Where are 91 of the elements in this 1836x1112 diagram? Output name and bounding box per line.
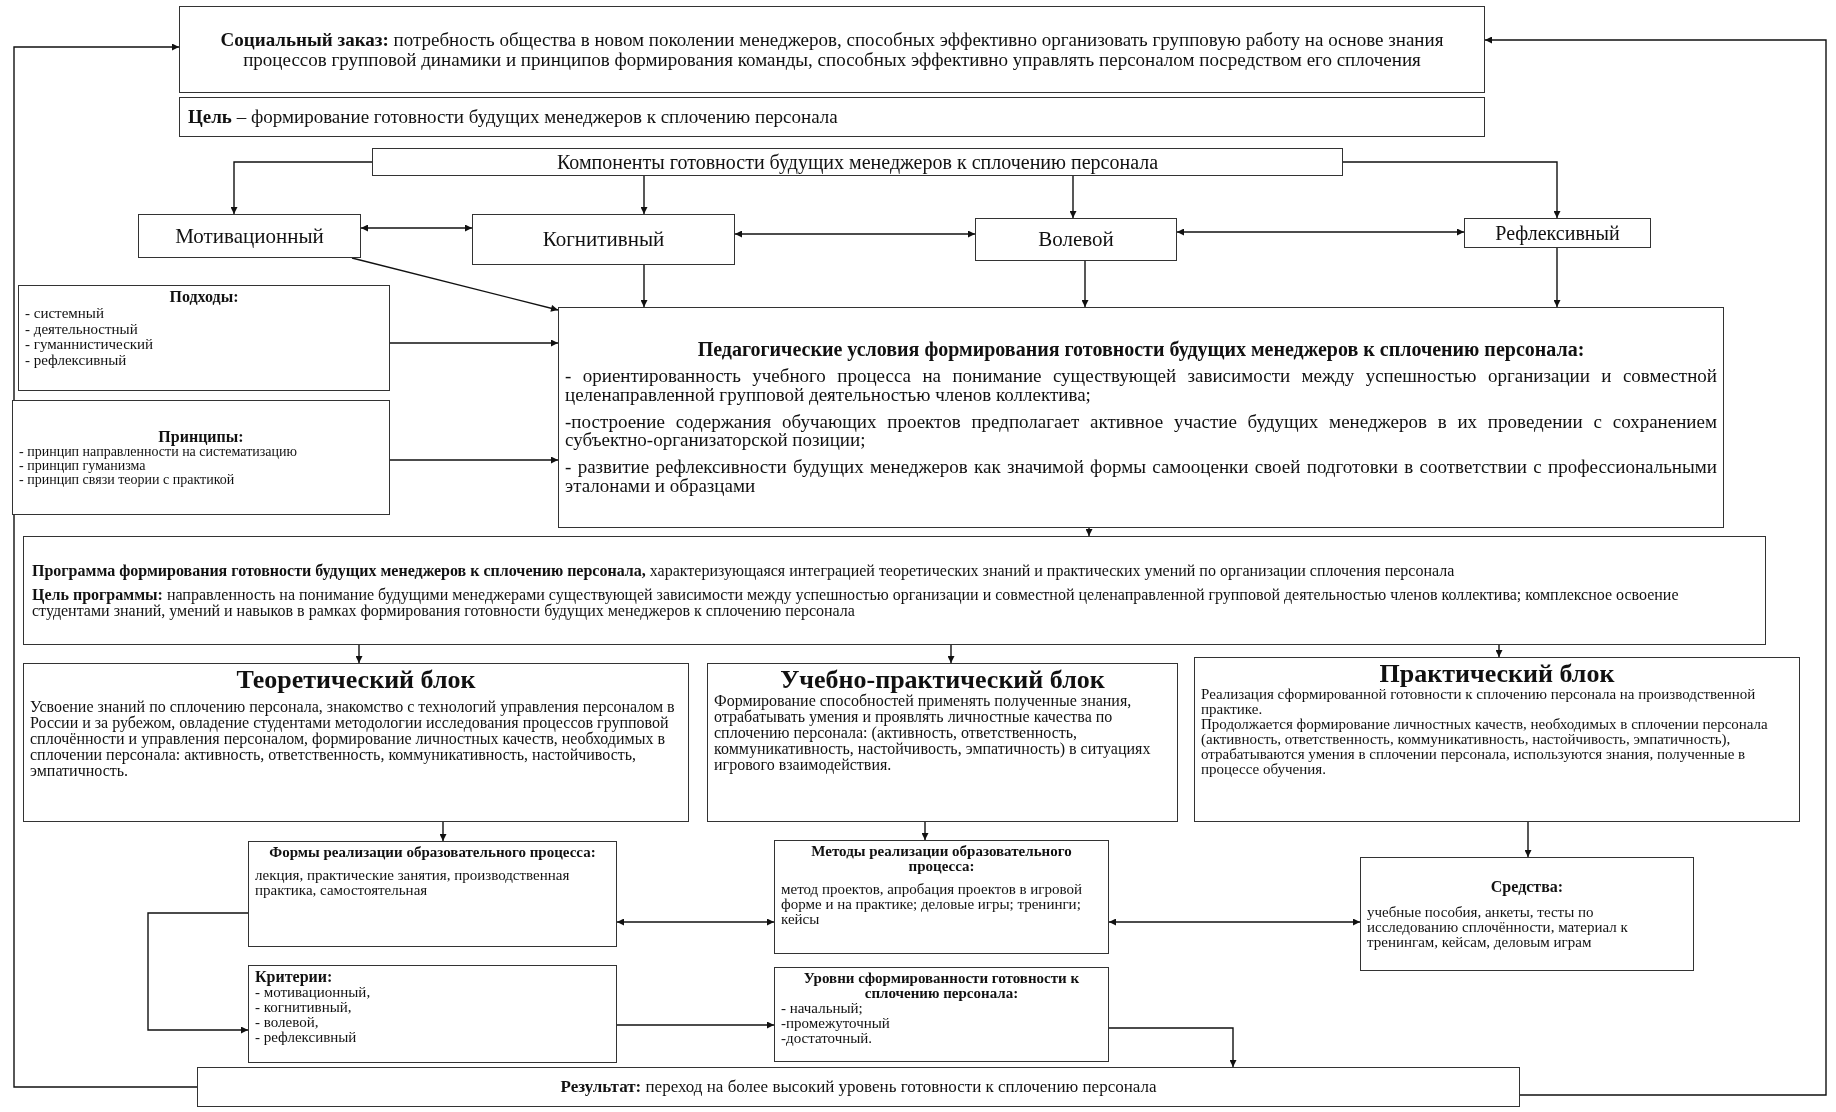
block-text: Социальный заказ: потребность общества в новом поколении менеджеров, способных эффективно организовать групповую работу на основе знания процессов групповой динамики и принципов формирования команды, способных эффективно управлять персоналом посредством его сплочения xyxy=(219,29,1445,70)
block-text: Результат: переход на более высокий уровень готовности к сплочению персонала xyxy=(559,1078,1158,1096)
process-box xyxy=(1360,857,1694,971)
block-text: метод проектов, апробация проектов в игровой форме и на практике; деловые игры; тренинги; кейсы xyxy=(781,882,1083,927)
process-box xyxy=(472,214,735,265)
process-box xyxy=(23,663,689,822)
arrow xyxy=(1524,821,1532,858)
block-text: - волевой, xyxy=(255,1015,320,1030)
arrow xyxy=(616,1021,775,1029)
block-text: лекция, практические занятия, производственная практика, самостоятельная xyxy=(255,868,571,898)
block-text: Мотивационный xyxy=(174,224,325,247)
arrow xyxy=(1108,1027,1237,1068)
process-box xyxy=(1194,657,1800,822)
process-box xyxy=(138,214,361,258)
arrow xyxy=(1081,260,1089,308)
arrow xyxy=(1495,644,1503,658)
block-text: Программа формирования готовности будущих менеджеров к сплочению персонала, характеризующаяся интеграцией теоретических знаний и практических умений по организации сплочения персонала xyxy=(32,562,1456,579)
arrow xyxy=(355,644,363,664)
block-text: -промежуточный xyxy=(781,1016,891,1031)
arrow xyxy=(616,918,775,926)
arrow xyxy=(640,264,648,308)
arrow xyxy=(230,161,373,215)
arrow xyxy=(1553,247,1561,308)
arrow xyxy=(1484,36,1827,1096)
process-box xyxy=(774,967,1109,1062)
block-text: Усвоение знаний по сплочению персонала, знакомство с технологий управления персоналом в России и за рубежом, овладение студентами методологии исследования процессов групповой сплочённости и управления персоналом, формирование личностных качеств, необходимых в сплочении персонала: активность, ответственность, коммуникативность, настойчивость, эмпатичность. xyxy=(30,699,676,779)
process-box xyxy=(18,285,390,391)
process-box xyxy=(248,965,617,1063)
block-text: - когнитивный, xyxy=(255,1000,352,1015)
block-text: - принцип связи теории с практикой xyxy=(19,472,236,487)
process-box xyxy=(707,663,1178,822)
process-box xyxy=(1464,218,1651,248)
block-heading: Подходы: xyxy=(168,289,240,306)
block-text: -достаточный. xyxy=(781,1031,873,1046)
block-heading: Уровни сформированности готовности к сплочению персонала: xyxy=(802,971,1081,1001)
block-text: Формирование способностей применять полученные знания, отрабатывать умения и проявлять личностные качества по сплочению персонала: (активность, ответственность, коммуникативность, настойчивость, эмпатичность) в ситуациях игрового взаимодействия. xyxy=(714,693,1152,773)
process-box xyxy=(774,840,1109,954)
process-box xyxy=(975,218,1177,261)
block-text: Реализация сформированной готовности к сплочению персонала на производственной практике. xyxy=(1201,687,1757,717)
arrow xyxy=(1342,161,1561,219)
block-text: Цель программы: направленность на понимание будущими менеджерами существующей зависимости между успешностью организации и совместной целенаправленной групповой деятельностью членов коллектива; комплексное освоение студентами знаний, умений и навыков в рамках формирования готовности будущих менеджеров к сплочению персонала xyxy=(32,586,1680,619)
block-text: - системный xyxy=(25,305,105,322)
arrow xyxy=(147,912,249,1034)
block-text: Компоненты готовности будущих менеджеров к сплочению персонала xyxy=(555,151,1160,173)
arrow xyxy=(389,456,559,464)
process-box xyxy=(23,536,1766,645)
block-heading: Практический блок xyxy=(1378,661,1616,687)
block-text: -построение содержания обучающих проектов предполагает активное участие будущих менеджеров в их проведении с сохранением субъектно-организаторской позиции; xyxy=(565,412,1717,450)
arrow xyxy=(360,224,473,232)
block-heading: Теоретический блок xyxy=(235,667,477,693)
process-box xyxy=(179,97,1485,137)
block-text: Волевой xyxy=(1037,228,1115,251)
block-text: - мотивационный, xyxy=(255,985,372,1000)
arrow xyxy=(734,230,976,238)
block-text: - развитие рефлексивности будущих менеджеров как значимой формы самооценки своей подготовки в соответствии с профессиональными эталонами и образцами xyxy=(565,457,1717,496)
arrow xyxy=(439,821,447,842)
block-heading: Формы реализации образовательного процесса: xyxy=(268,845,597,860)
block-heading: Критерии: xyxy=(255,969,333,985)
process-box xyxy=(372,148,1343,176)
arrow xyxy=(1085,527,1093,537)
block-text: - гуманнистический xyxy=(25,337,155,354)
arrow xyxy=(921,821,929,841)
arrow xyxy=(351,257,559,312)
block-heading: Учебно-практический блок xyxy=(779,667,1106,693)
block-text: - ориентированность учебного процесса на понимание существующей зависимости между успешностью организации и совместной целенаправленной групповой деятельностью членов коллектива; xyxy=(565,367,1717,405)
process-box xyxy=(197,1067,1520,1107)
block-text: - рефлексивный xyxy=(25,353,128,369)
block-text: Цель – формирование готовности будущих менеджеров к сплочению персонала xyxy=(188,107,839,127)
block-heading: Методы реализации образовательного процесса: xyxy=(810,844,1073,874)
arrow xyxy=(1176,228,1465,236)
block-text: - рефлексивный xyxy=(255,1030,358,1045)
block-heading: Принципы: xyxy=(157,428,245,445)
arrow xyxy=(947,644,955,664)
process-box xyxy=(558,307,1724,528)
block-heading: Средства: xyxy=(1489,878,1565,895)
block-text: - деятельностный xyxy=(25,321,139,338)
arrow xyxy=(1069,175,1077,219)
block-text: учебные пособия, анкеты, тесты по исследованию сплочённости, материал к тренингам, кейсам, деловым играм xyxy=(1367,904,1629,950)
arrow xyxy=(640,175,648,215)
arrow xyxy=(13,43,198,1088)
process-box xyxy=(248,841,617,947)
block-text: Рефлексивный xyxy=(1494,222,1621,244)
block-text: - начальный; xyxy=(781,1001,864,1016)
process-box xyxy=(12,400,390,515)
block-text: - принцип гуманизма xyxy=(19,458,146,473)
block-heading: Педагогические условия формирования готовности будущих менеджеров к сплочению персонала: xyxy=(696,339,1586,360)
arrow xyxy=(389,339,559,347)
block-text: Когнитивный xyxy=(541,228,666,251)
process-box xyxy=(179,6,1485,93)
arrow xyxy=(1108,918,1361,926)
block-text: Продолжается формирование личностных качеств, необходимых в сплочении персонала (активность, ответственность, коммуникативность, настойчивость, эмпатичность), отрабатываются умения в сплочении персонала, используются знания, полученные в процессе обучения. xyxy=(1201,717,1769,777)
